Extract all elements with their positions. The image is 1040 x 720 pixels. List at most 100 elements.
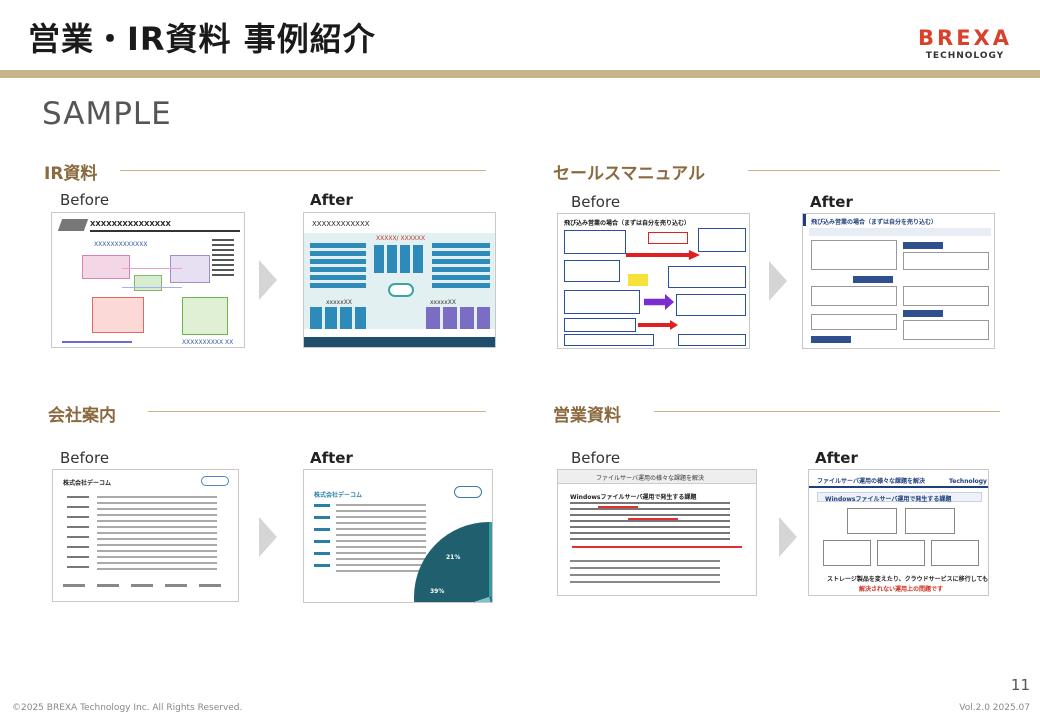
thumb-footer-bar	[304, 337, 495, 347]
thumb-left-box: xxxxxXX	[326, 299, 352, 306]
thumb-rule	[90, 230, 240, 232]
arrow-ir	[259, 260, 277, 300]
thumb-issue-5	[931, 540, 979, 566]
arrow-company	[259, 517, 277, 557]
thumb-step-1	[811, 240, 897, 270]
thumb-issue-4	[877, 540, 925, 566]
thumb-sub: Windowsファイルサーバ運用で発生する課題	[825, 496, 952, 503]
thumb-bubble-4	[564, 260, 620, 282]
thumb-pie-label-2: 39%	[430, 588, 445, 595]
label-before-sales-manual: Before	[571, 193, 621, 211]
thumb-field-labels	[314, 504, 330, 574]
section-title-company: 会社案内	[48, 406, 116, 426]
thumb-heading: ファイルサーバ運用の様々な課題を解決	[596, 475, 704, 482]
thumb-issue-3	[823, 540, 871, 566]
thumb-heading: XXXXXXXXXXXXXXX	[90, 220, 171, 228]
thumb-lightgreen-box	[182, 297, 228, 335]
thumb-purple-row	[426, 307, 490, 329]
thumb-caption-2: 解決されない運用上の問題です	[859, 586, 944, 593]
thumb-red-highlight-2	[628, 518, 678, 520]
thumb-step-6	[903, 320, 989, 340]
thumb-field-values	[97, 496, 217, 570]
sample-heading: SAMPLE	[42, 96, 172, 132]
thumb-bubble-2	[648, 232, 688, 244]
arrow-sales-manual	[769, 261, 787, 301]
label-before-company: Before	[60, 449, 110, 467]
thumb-connector	[122, 268, 182, 288]
thumb-purple-arrow	[644, 294, 674, 310]
label-before-sales-material: Before	[571, 449, 621, 467]
thumb-footer-line	[62, 341, 132, 343]
thumb-step-5	[811, 314, 897, 330]
thumb-footer: XXXXXXXXXX XX	[182, 339, 234, 346]
thumb-step-4	[903, 286, 989, 306]
label-after-sales-manual: After	[810, 193, 853, 211]
thumb-heading: 飛び込み営業の場合（まずは自分を売り込む）	[811, 219, 938, 226]
thumb-bullets-2	[570, 560, 720, 588]
thumb-company-before: 株式会社デーコム	[52, 469, 239, 602]
thumb-step-3	[811, 286, 897, 306]
thumb-step-tag-3	[903, 310, 943, 317]
thumb-heading: 株式会社デーコム	[314, 492, 363, 499]
thumb-graphic	[57, 219, 89, 231]
thumb-issue-2	[905, 508, 955, 534]
thumb-bubble-1	[564, 230, 626, 254]
thumb-sub: Windowsファイルサーバ運用で発生する課題	[570, 494, 697, 501]
thumb-issue-1	[847, 508, 897, 534]
thumb-step-tag-2	[853, 276, 893, 283]
thumb-logo	[454, 486, 482, 498]
page-title: 営業・IR資料 事例紹介	[28, 20, 376, 58]
thumb-field-values	[336, 504, 426, 574]
thumb-blue-row-left	[310, 307, 366, 329]
logo-brand: BREXA	[918, 26, 1012, 50]
thumb-red-arrow-1	[626, 250, 700, 260]
thumb-center: XXXXX/ XXXXXX	[376, 235, 426, 242]
thumb-red-arrow-2	[638, 320, 678, 330]
thumb-bubble-10	[678, 334, 746, 346]
thumb-band	[809, 228, 991, 236]
thumb-yellow-star	[628, 274, 648, 286]
thumb-title-bar	[558, 470, 756, 484]
thumb-caption-1: ストレージ製品を変えたり、クラウドサービスに移行しても	[827, 576, 989, 583]
thumb-heading: 株式会社デーコム	[63, 480, 112, 487]
section-title-sales-material: 営業資料	[553, 406, 621, 426]
thumb-bubble-3	[698, 228, 746, 252]
header-rule	[0, 70, 1040, 78]
thumb-sales-manual-after: 飛び込み営業の場合（まずは自分を売り込む）	[802, 213, 995, 349]
thumb-ir-before: XXXXXXXXXXXXXXX XXXXXXXXXXXXX XXXXXXXXXX…	[51, 212, 245, 348]
thumb-blue-grid	[374, 245, 424, 273]
section-title-ir: IR資料	[44, 164, 98, 184]
thumb-bubble-8	[564, 318, 636, 332]
thumb-red-box	[92, 297, 144, 333]
section-line-ir	[120, 170, 486, 171]
section-line-sales-material	[654, 411, 1000, 412]
section-line-company	[148, 411, 486, 412]
thumb-band	[817, 492, 982, 502]
thumb-bubble-5	[668, 266, 746, 288]
thumb-step-2	[903, 252, 989, 270]
thumb-company-after: 株式会社デーコム 21% 39%	[303, 469, 493, 603]
label-after-company: After	[310, 449, 353, 467]
thumb-blue-list-right	[432, 243, 490, 289]
thumb-accent	[803, 214, 806, 226]
copyright-text: ©2025 BREXA Technology Inc. All Rights R…	[12, 703, 243, 713]
thumb-logo: Technology	[949, 478, 987, 485]
thumb-bullets	[570, 502, 730, 542]
thumb-sub: XXXXXXXXXXXXX	[94, 241, 148, 248]
section-line-sales-manual	[748, 170, 1000, 171]
thumb-sales-manual-before: 飛び込み営業の場合（まずは自分を売り込む）	[557, 213, 750, 349]
brexa-logo: BREXA TECHNOLOGY	[900, 26, 1030, 62]
thumb-sales-material-before: ファイルサーバ運用の様々な課題を解決 Windowsファイルサーバ運用で発生する…	[557, 469, 757, 596]
thumb-bubble-7	[676, 294, 746, 316]
thumb-heading: ファイルサーバ運用の様々な課題を解決	[817, 478, 925, 485]
thumb-pink-box	[82, 255, 130, 279]
thumb-list	[212, 239, 234, 279]
label-after-ir: After	[310, 191, 353, 209]
thumb-ir-after: XXXXXXXXXXXX XXXXX/ XXXXXX xxxxxXX xxxxx…	[303, 212, 496, 348]
thumb-step-tag-1	[903, 242, 943, 249]
thumb-sales-material-after: ファイルサーバ運用の様々な課題を解決 Technology Windowsファイ…	[808, 469, 989, 596]
label-before-ir: Before	[60, 191, 110, 209]
thumb-rule	[809, 486, 988, 488]
thumb-logo	[201, 476, 229, 486]
thumb-blue-list-left	[310, 243, 366, 289]
